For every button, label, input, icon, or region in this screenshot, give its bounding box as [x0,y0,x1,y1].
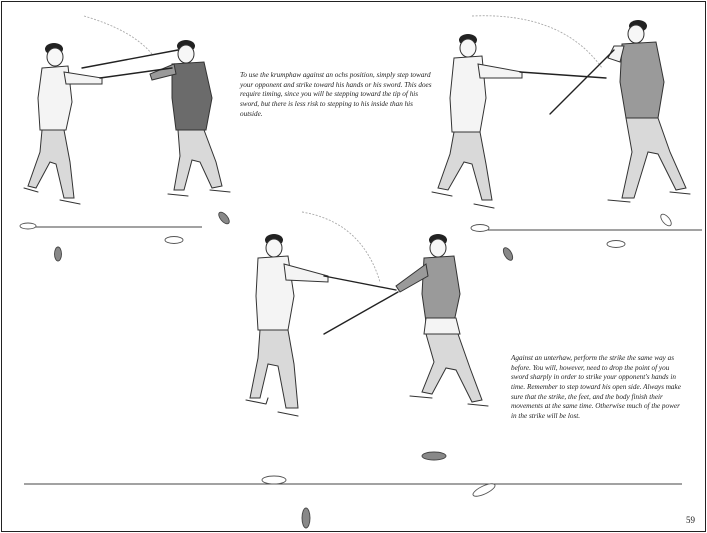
paragraph-krumphaw-ochs: To use the krumphaw against an ochs posi… [240,71,432,118]
illustration-top-right [431,15,702,261]
paragraph-unterhaw: Against an unterhaw, perform the strike … [511,354,681,420]
illustration-center [24,211,682,529]
page-number: 59 [686,515,695,525]
illustration-top-left [19,15,231,262]
